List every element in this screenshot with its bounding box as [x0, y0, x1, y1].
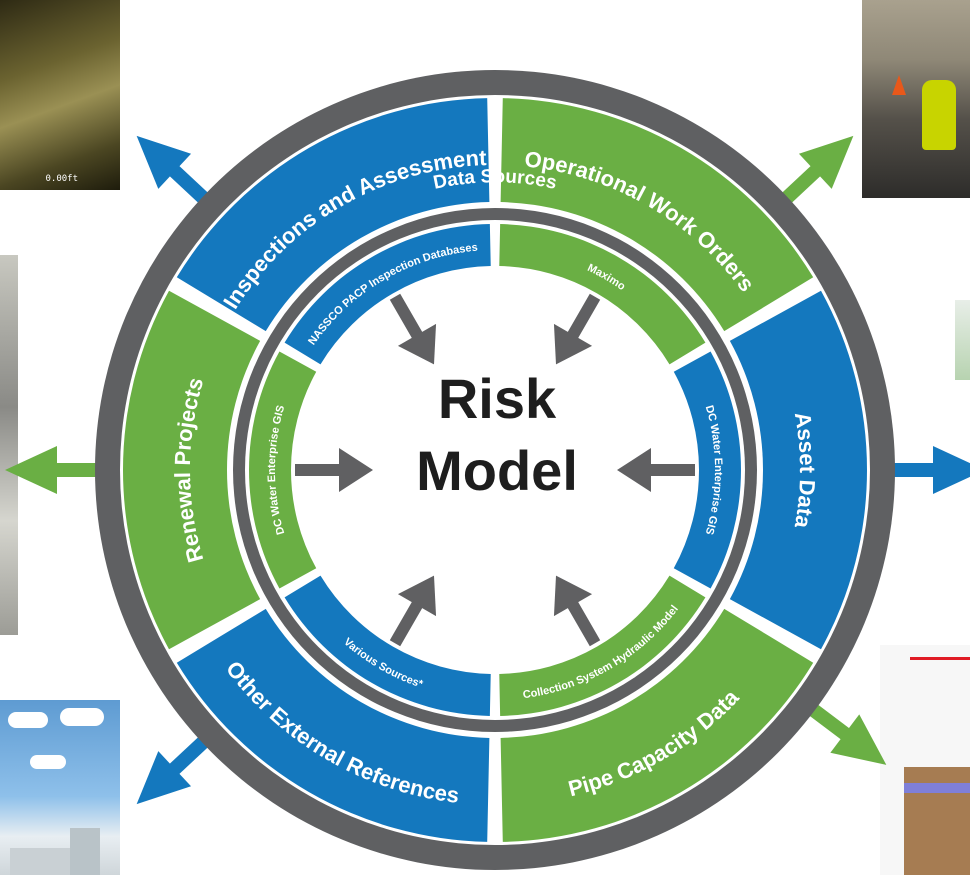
photo-city-skyline	[0, 700, 120, 875]
photo-caption: 0.00ft	[45, 174, 78, 184]
cloud-shape	[60, 708, 104, 726]
photo-capacity-chart	[880, 645, 970, 875]
center-disk	[295, 270, 695, 670]
traffic-cone	[892, 75, 906, 95]
inward-arrow	[553, 575, 601, 647]
inward-arrow	[617, 448, 695, 492]
input-segment-asset-data	[729, 290, 867, 650]
cloud-shape	[8, 712, 48, 728]
cloud-shape	[30, 755, 66, 769]
model-inputs-label: Model Inputs	[424, 23, 565, 54]
building-shape	[10, 848, 70, 875]
chart-red-line	[910, 657, 970, 660]
input-segment-pipe-capacity-data	[500, 608, 814, 842]
inner-arrows	[295, 293, 695, 647]
risk-model-line1: Risk	[438, 367, 557, 430]
photo-work-crew	[862, 0, 970, 198]
chart-pipe-line	[904, 783, 970, 793]
source-segment-various-sources	[284, 575, 491, 716]
photo-asset-right	[955, 300, 970, 380]
inward-arrow	[389, 575, 437, 647]
photo-renewal-left	[0, 255, 18, 635]
source-segment-dc-water-enterprise-gis	[673, 351, 741, 589]
input-segment-operational-work-orders	[500, 98, 814, 332]
source-segment-maximo	[499, 224, 706, 365]
photo-pipe-inspection: 0.00ft	[0, 0, 120, 190]
input-segment-other-external-references	[176, 608, 490, 842]
inward-arrow	[389, 293, 437, 365]
risk-model-line2: Model	[416, 439, 578, 502]
source-segment-dc-water-enterprise-gis	[249, 351, 317, 589]
inward-arrow	[295, 448, 373, 492]
inward-arrow	[553, 293, 601, 365]
input-segment-inspections-and-assessment	[176, 98, 490, 332]
worker-figure	[922, 80, 956, 150]
input-segment-renewal-projects	[122, 290, 261, 650]
source-segment-collection-system-hydraulic-model	[499, 575, 706, 716]
source-segment-nassco-pacp-inspection-databases	[284, 224, 491, 365]
building-shape	[70, 828, 100, 875]
